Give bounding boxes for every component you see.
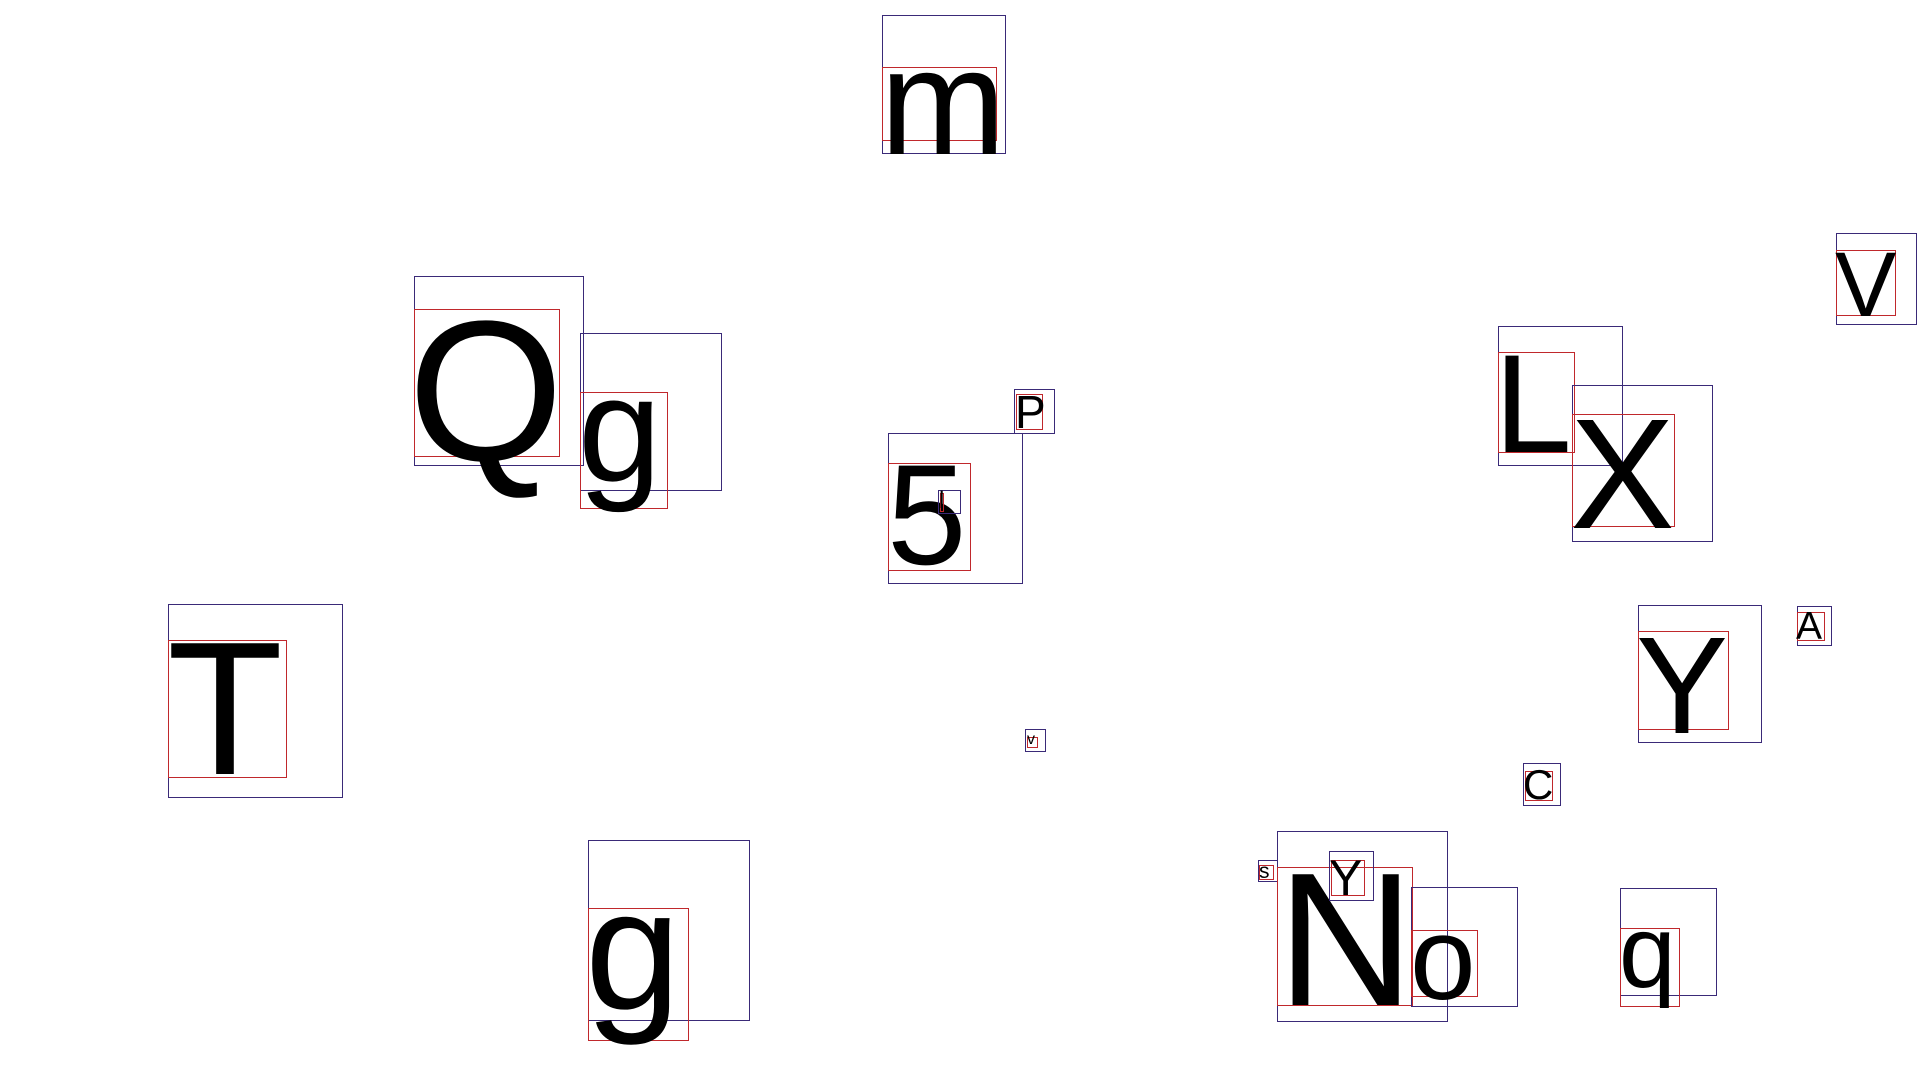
inner-box: [1027, 737, 1038, 748]
glyph-char: T: [167, 603, 284, 815]
glyph-char: L: [1494, 325, 1572, 482]
inner-box: [1638, 631, 1729, 730]
inner-box: [1411, 930, 1478, 997]
inner-box: [1277, 867, 1413, 1006]
glyph-char: V: [1835, 234, 1897, 336]
glyph-char: P: [1015, 386, 1046, 438]
inner-box: [1572, 414, 1675, 527]
inner-box: [168, 640, 287, 778]
inner-box: [588, 908, 689, 1041]
inner-box: [888, 463, 971, 571]
glyph-char: o: [1410, 893, 1476, 1025]
glyph-char: Y: [1636, 609, 1729, 763]
inner-box: [1259, 865, 1274, 880]
glyph-char: g: [578, 345, 662, 513]
glyph-char: l: [939, 487, 945, 514]
inner-box: [1498, 352, 1575, 453]
glyph-char: q: [1619, 895, 1676, 1009]
outer-box: [1025, 729, 1046, 752]
glyph-char: Q: [408, 280, 564, 503]
inner-box: [580, 392, 668, 509]
inner-box: [414, 309, 560, 457]
inner-box: [1331, 860, 1365, 896]
outer-box: [1523, 763, 1561, 806]
outer-box: [1014, 389, 1055, 434]
glyph-char: C: [1523, 761, 1554, 808]
glyph-char: N: [1277, 834, 1415, 1046]
inner-box: [1620, 928, 1680, 1007]
glyph-char: s: [1259, 860, 1270, 883]
glyph-char: m: [880, 17, 1006, 186]
glyph-char: X: [1570, 387, 1675, 562]
inner-box: [1016, 394, 1043, 430]
inner-box: [1797, 612, 1825, 641]
inner-box: [1525, 771, 1553, 801]
glyph-char: Y: [1329, 850, 1363, 906]
outer-box: [1329, 851, 1374, 901]
inner-box: [882, 67, 997, 141]
inner-box: [1836, 250, 1896, 316]
inner-box: [940, 493, 944, 512]
glyph-char: g: [585, 854, 681, 1046]
outer-box: [938, 490, 961, 514]
glyph-char: v: [1027, 731, 1035, 748]
glyph-char: 5: [887, 436, 967, 595]
glyph-char: A: [1796, 605, 1823, 648]
